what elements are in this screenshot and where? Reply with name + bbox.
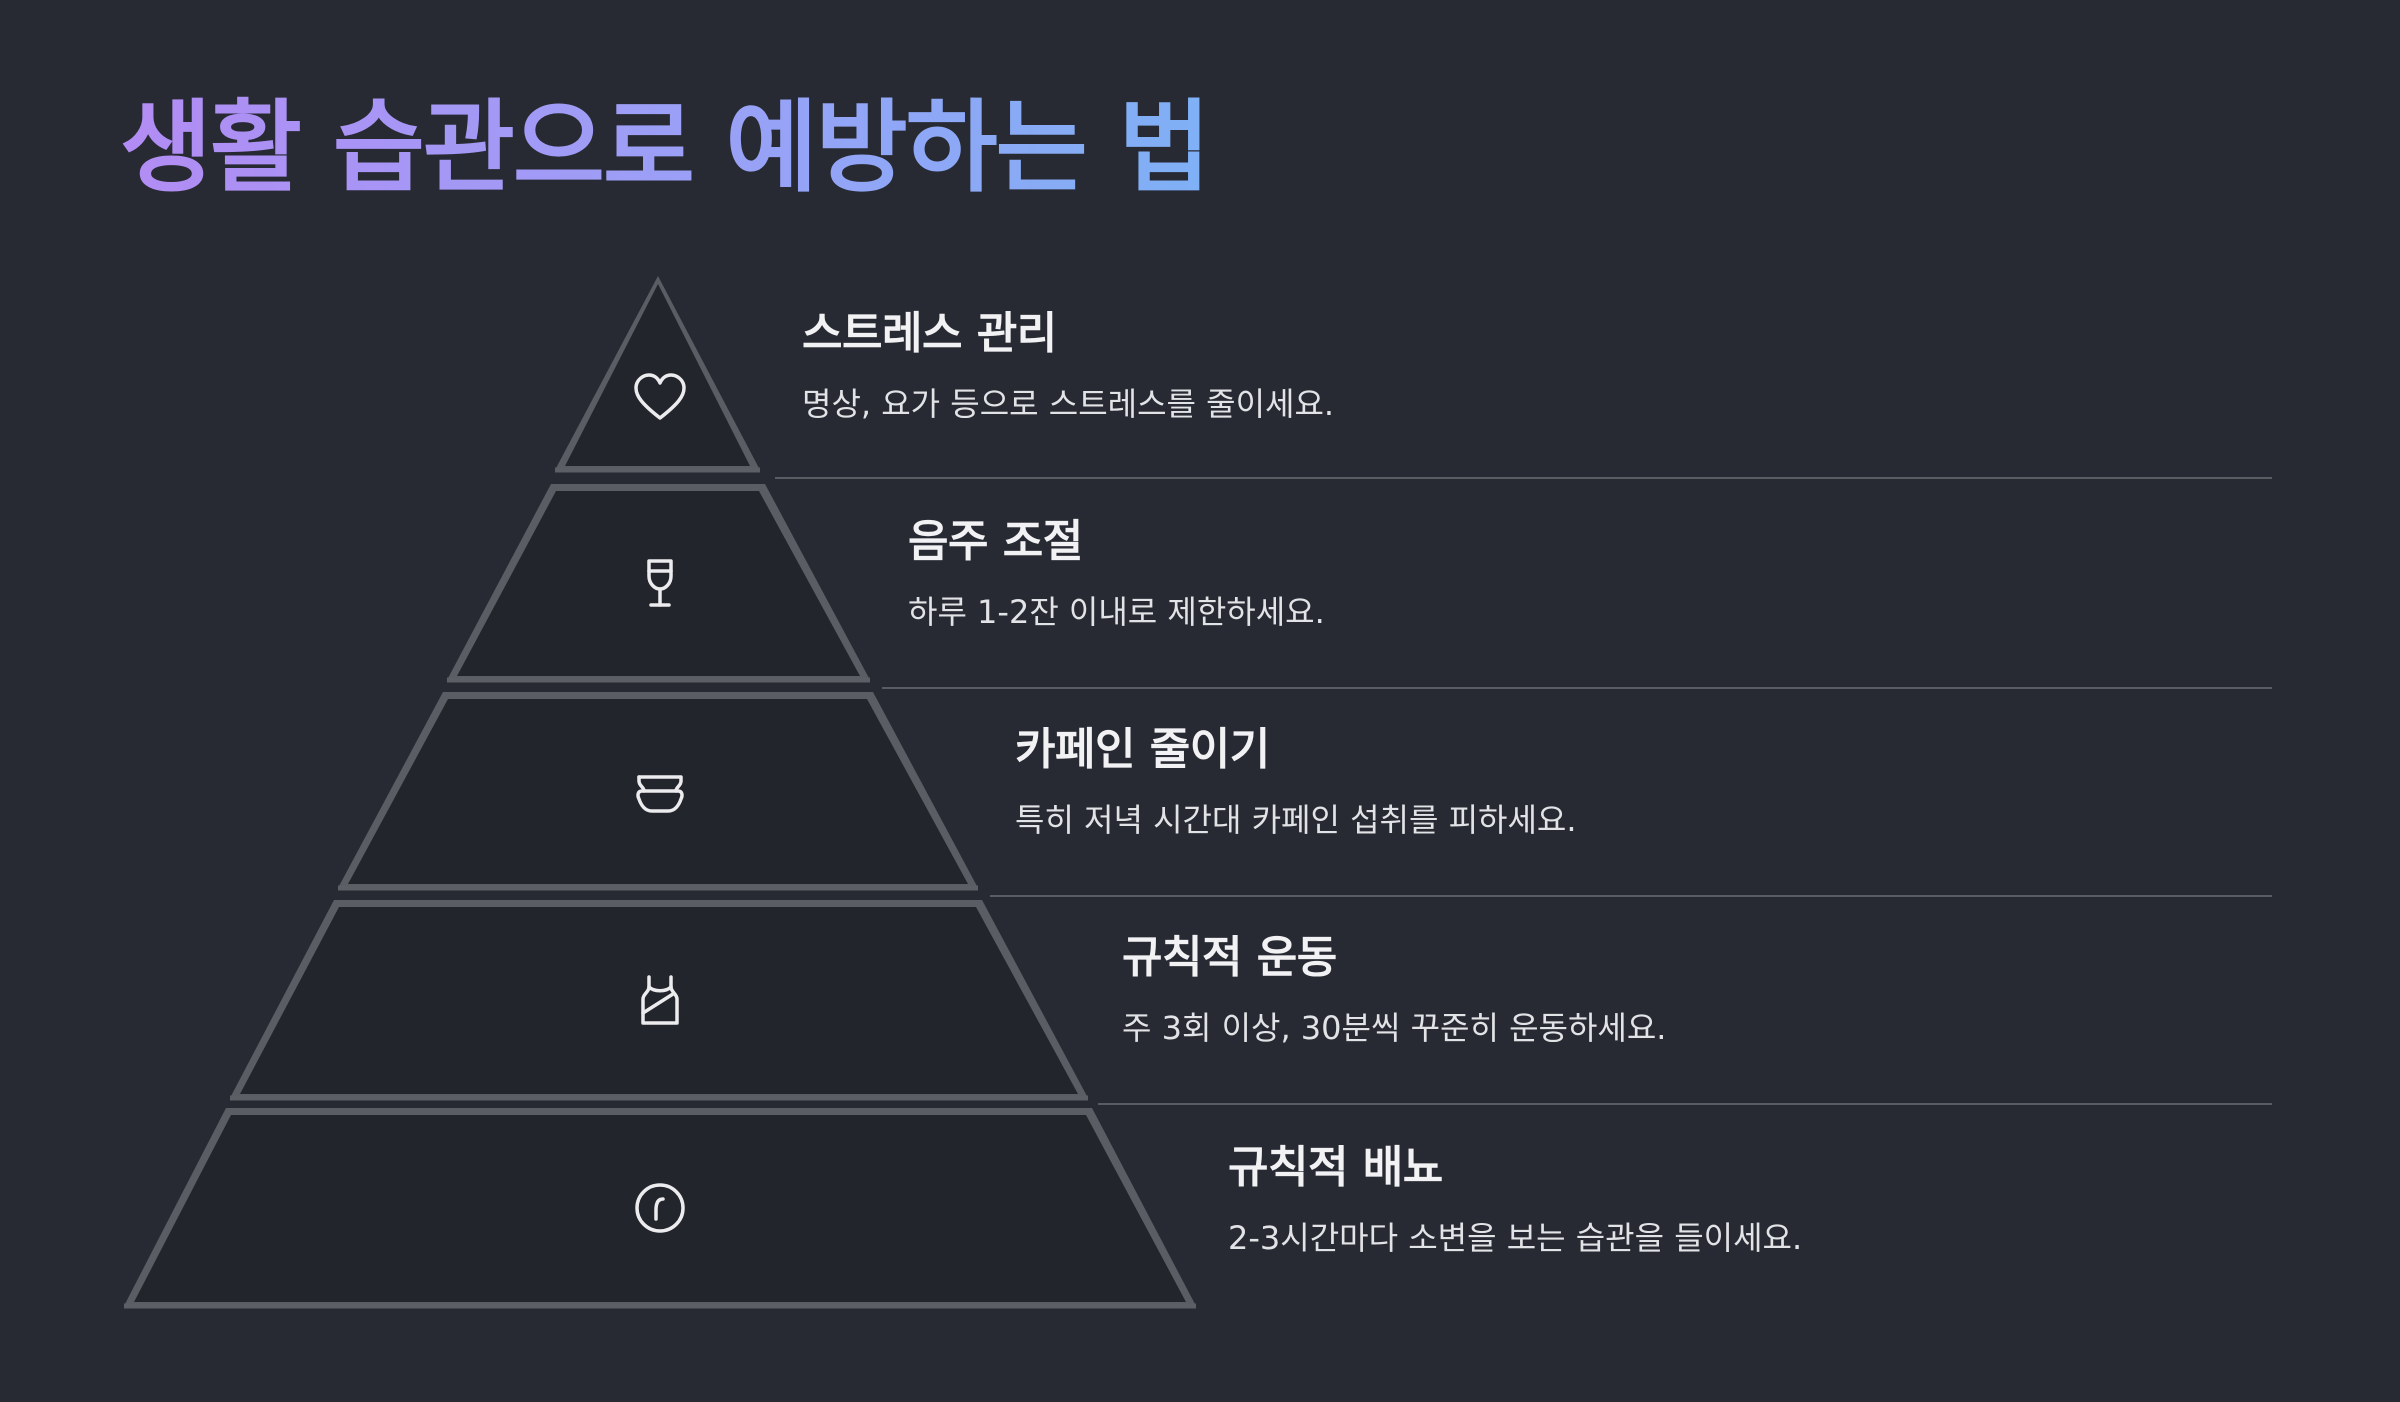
tier-text-1: 스트레스 관리 명상, 요가 등으로 스트레스를 줄이세요.: [802, 306, 1334, 426]
tier-text-5: 규칙적 배뇨 2-3시간마다 소변을 보는 습관을 들이세요.: [1228, 1140, 1802, 1260]
tier-heading: 규칙적 배뇨: [1228, 1142, 1443, 1193]
wine-glass-icon: [647, 559, 673, 607]
tier-description: 명상, 요가 등으로 스트레스를 줄이세요.: [802, 385, 1335, 423]
tier-heading: 음주 조절: [908, 516, 1083, 567]
tier-description: 주 3회 이상, 30분씩 꾸준히 운동하세요.: [1122, 1009, 1667, 1047]
tier-text-2: 음주 조절 하루 1-2잔 이내로 제한하세요.: [908, 514, 1325, 634]
cup-icon: [636, 775, 684, 813]
pyramid-tier-1: [555, 276, 2272, 479]
tier-text-3: 카페인 줄이기 특히 저녁 시간대 카페인 섭취를 피하세요.: [1015, 722, 1577, 842]
pyramid-tier-5: [124, 1108, 1196, 1309]
pyramid-tier-2: [447, 484, 2272, 689]
page-title: 생활 습관으로 예방하는 법: [120, 89, 1210, 206]
pyramid-tier-4: [230, 900, 2272, 1105]
tier-heading: 스트레스 관리: [802, 308, 1057, 359]
heart-icon: [634, 373, 686, 420]
tier-text-4: 규칙적 운동 주 3회 이상, 30분씩 꾸준히 운동하세요.: [1122, 930, 1666, 1050]
tier-description: 2-3시간마다 소변을 보는 습관을 들이세요.: [1228, 1219, 1803, 1257]
tier-heading: 규칙적 운동: [1122, 932, 1337, 983]
tier-description: 하루 1-2잔 이내로 제한하세요.: [908, 593, 1325, 631]
clock-icon: [635, 1183, 685, 1233]
tier-description: 특히 저녁 시간대 카페인 섭취를 피하세요.: [1015, 801, 1577, 839]
tier-heading: 카페인 줄이기: [1015, 724, 1270, 775]
tank-top-icon: [641, 975, 679, 1025]
